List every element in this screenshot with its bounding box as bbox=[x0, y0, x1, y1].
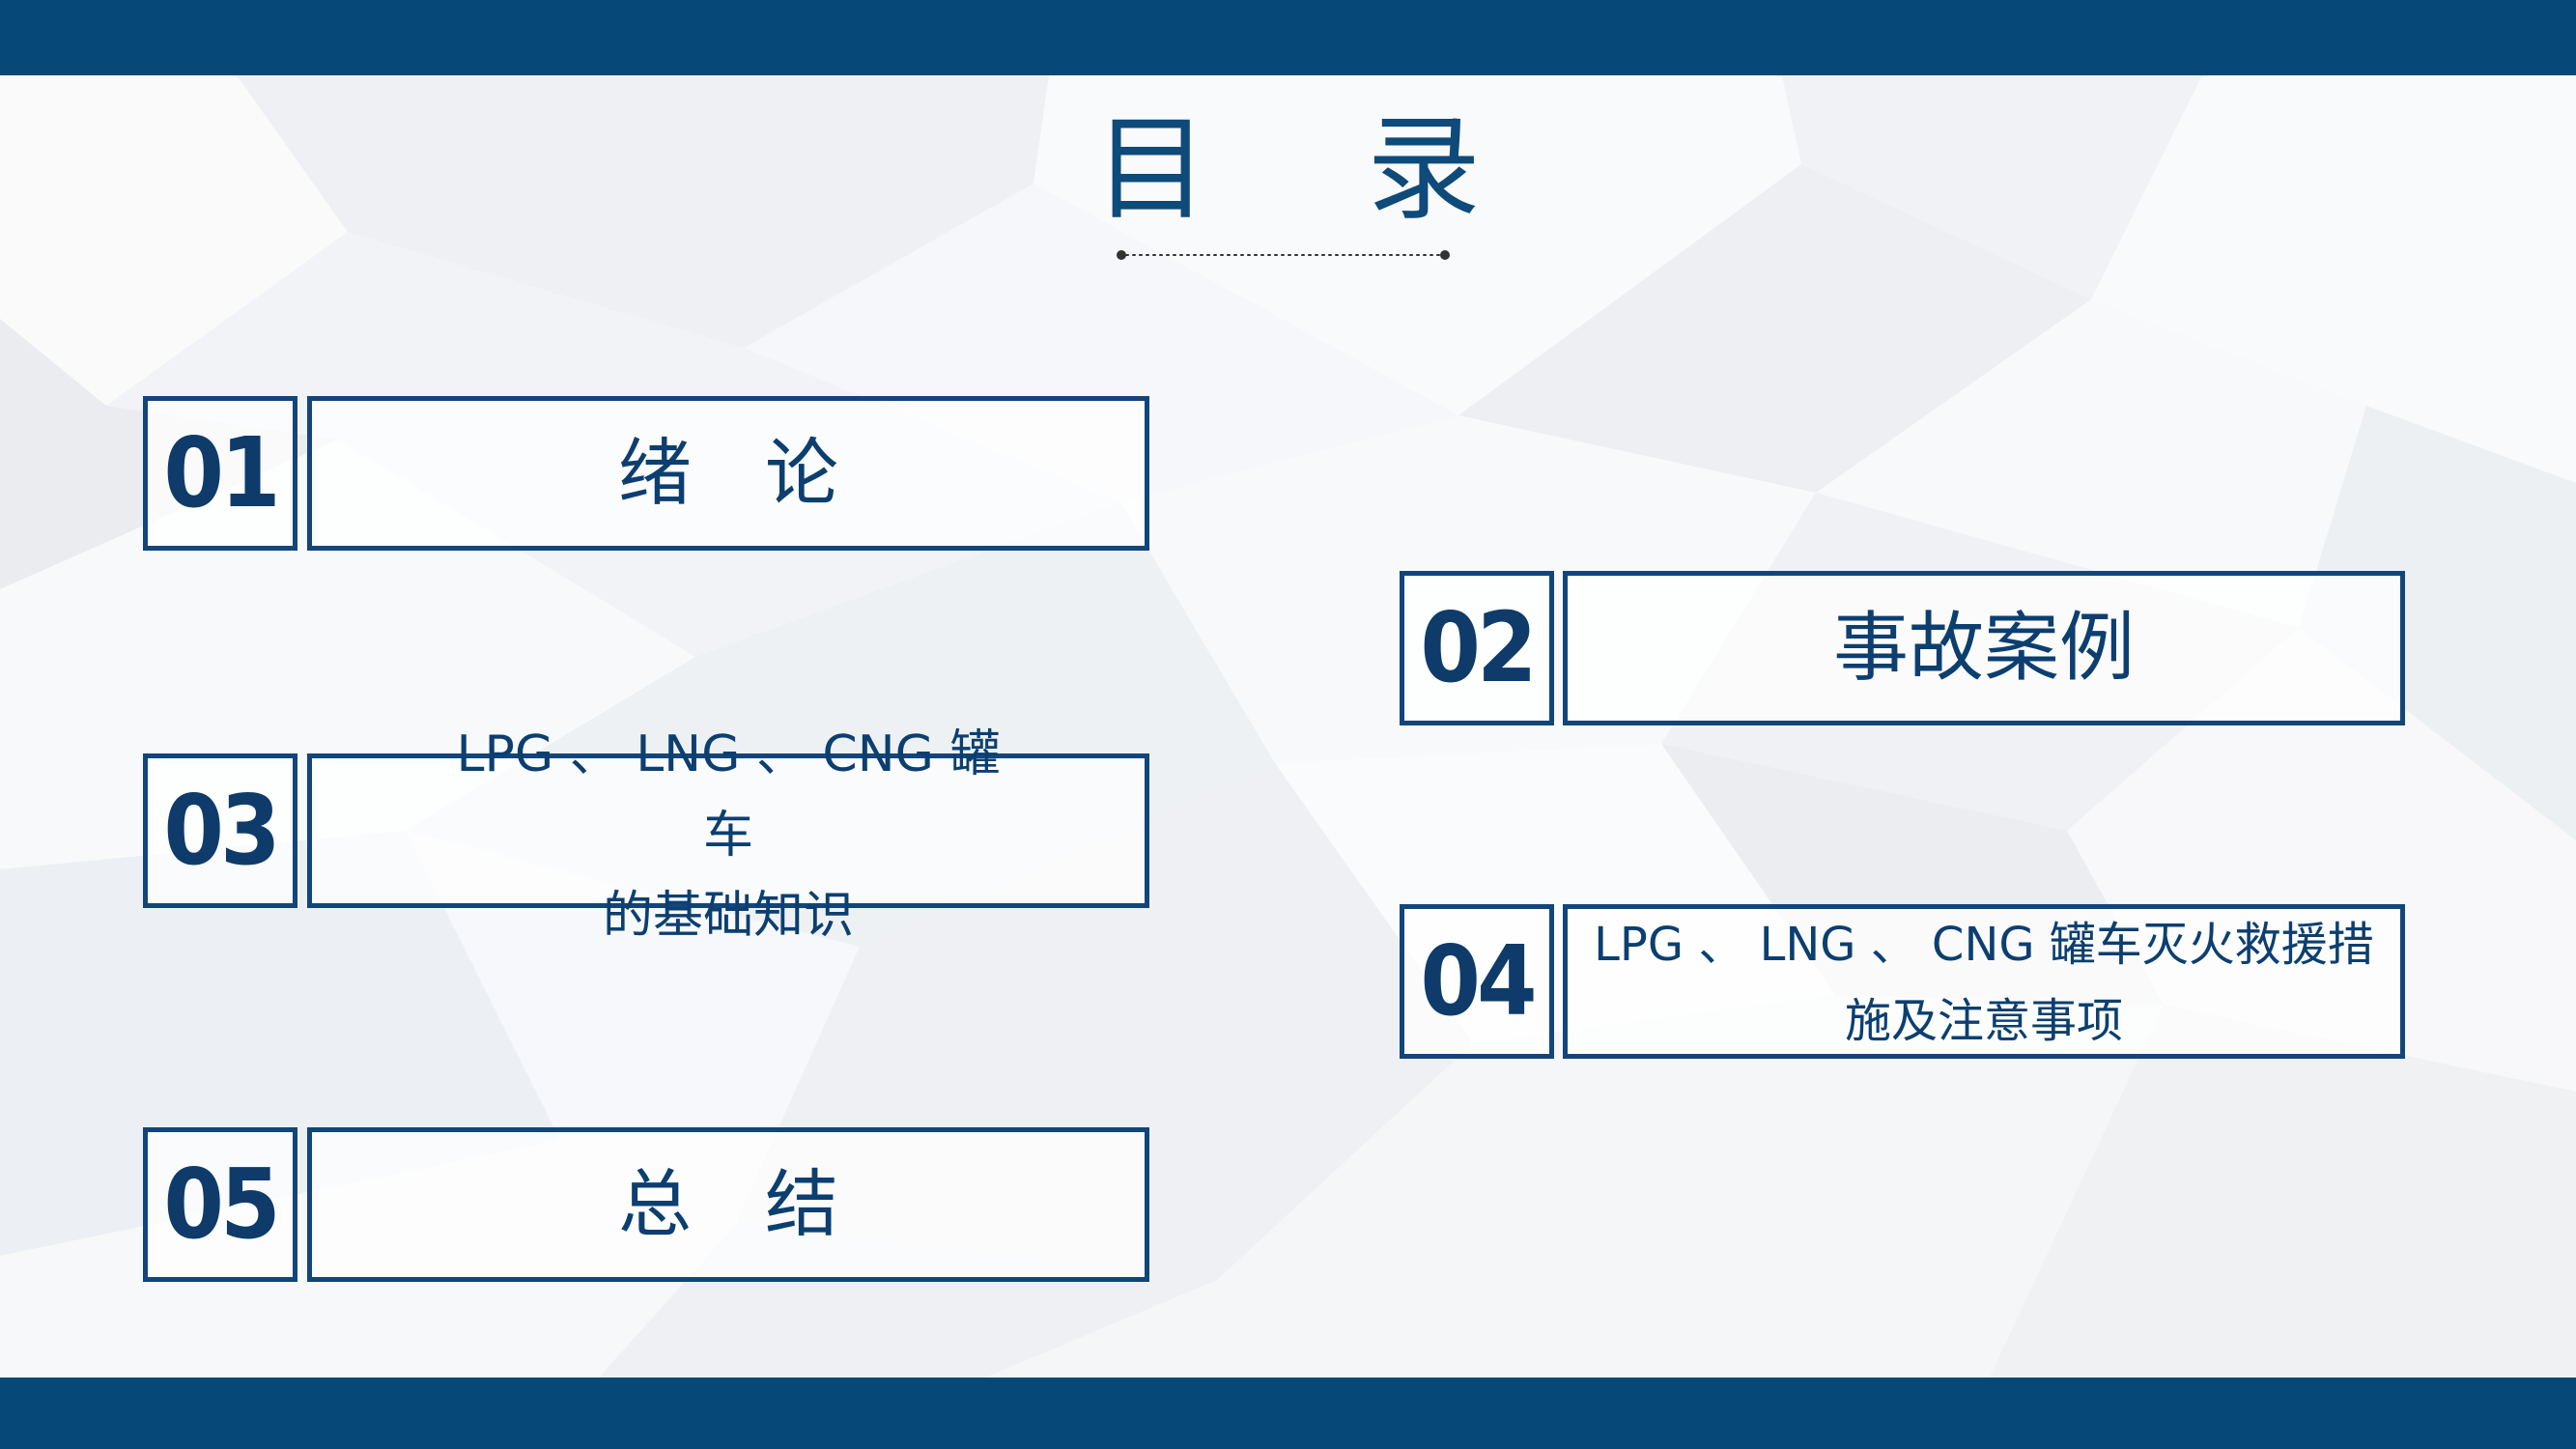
bottom-banner bbox=[0, 1378, 2576, 1449]
section-03-label-line-3: 的基础知识 bbox=[602, 887, 854, 946]
section-01-label-box[interactable]: 绪 论 bbox=[307, 396, 1149, 551]
section-04-label-line-2: 施及注意事项 bbox=[1844, 993, 2123, 1048]
title-divider bbox=[1117, 250, 1450, 260]
title-char-1: 目 bbox=[1094, 102, 1209, 236]
section-04-label-line-1: LPG 、 LNG 、 CNG 罐车灭火救援措 bbox=[1594, 918, 2374, 973]
section-03-label: LPG 、 LNG 、 CNG 罐 车 的基础知识 bbox=[457, 705, 1001, 965]
section-02-label-box[interactable]: 事故案例 bbox=[1563, 571, 2405, 725]
section-05-label: 总 结 bbox=[618, 1161, 838, 1247]
top-banner bbox=[0, 0, 2576, 75]
section-02-number-box: 02 bbox=[1400, 571, 1554, 725]
title-char-2: 录 bbox=[1366, 102, 1481, 236]
section-03-label-line-1: LPG 、 LNG 、 CNG 罐 bbox=[456, 725, 1001, 784]
section-04-label: LPG 、 LNG 、 CNG 罐车灭火救援措 施及注意事项 bbox=[1594, 900, 2374, 1067]
section-02-label: 事故案例 bbox=[1832, 605, 2135, 692]
section-05-number: 05 bbox=[163, 1148, 280, 1261]
section-04-number: 04 bbox=[1420, 924, 1537, 1037]
section-03-label-line-2: 车 bbox=[702, 806, 753, 865]
section-02-number: 02 bbox=[1420, 591, 1537, 704]
section-03-label-box[interactable]: LPG 、 LNG 、 CNG 罐 车 的基础知识 bbox=[307, 725, 1149, 945]
section-01-number: 01 bbox=[163, 416, 280, 529]
page-title: 目 录 bbox=[1094, 97, 1481, 242]
section-03-number-box: 03 bbox=[143, 753, 297, 908]
section-03-number: 03 bbox=[163, 774, 280, 887]
section-04-number-box: 04 bbox=[1400, 904, 1554, 1059]
section-05-number-box: 05 bbox=[143, 1127, 297, 1282]
section-01-label: 绪 论 bbox=[618, 430, 838, 516]
section-01-number-box: 01 bbox=[143, 396, 297, 551]
section-05-label-box[interactable]: 总 结 bbox=[307, 1127, 1149, 1282]
section-04-label-box[interactable]: LPG 、 LNG 、 CNG 罐车灭火救援措 施及注意事项 bbox=[1563, 904, 2405, 1059]
